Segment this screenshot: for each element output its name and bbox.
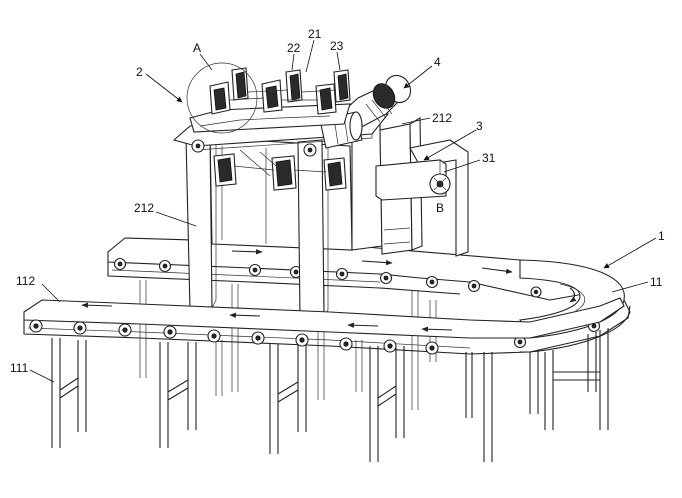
front-column-right	[297, 139, 325, 319]
b-unit	[375, 159, 451, 201]
label-21: 21	[308, 27, 322, 41]
detail-a-circle	[186, 62, 258, 134]
label-A: A	[193, 41, 201, 55]
label-B: B	[436, 201, 444, 215]
label-11: 11	[650, 275, 663, 289]
label-4: 4	[434, 55, 441, 69]
label-111: 111	[10, 361, 29, 375]
gantry-machine	[172, 113, 469, 319]
leader-lines	[29, 39, 657, 383]
label-31: 31	[482, 151, 496, 165]
label-212-side: 212	[134, 201, 154, 215]
label-1: 1	[658, 229, 665, 243]
gripper-heads-lower	[213, 149, 347, 191]
label-22: 22	[287, 41, 301, 55]
label-3: 3	[476, 119, 483, 133]
front-conveyor-belt	[23, 297, 631, 355]
label-112: 112	[16, 274, 35, 288]
front-column-left	[185, 135, 213, 311]
back-rollers	[113, 257, 481, 293]
callout-labels: A 2 21 22 23 4 212 3 31 B 212 1 11 112 1…	[10, 27, 665, 375]
label-212-top: 212	[432, 111, 452, 125]
support-legs	[51, 280, 609, 462]
label-23: 23	[330, 39, 344, 53]
gripper-heads-top	[186, 62, 351, 134]
front-rollers	[29, 319, 439, 355]
back-conveyor-belt	[107, 237, 607, 301]
label-2: 2	[136, 65, 143, 79]
